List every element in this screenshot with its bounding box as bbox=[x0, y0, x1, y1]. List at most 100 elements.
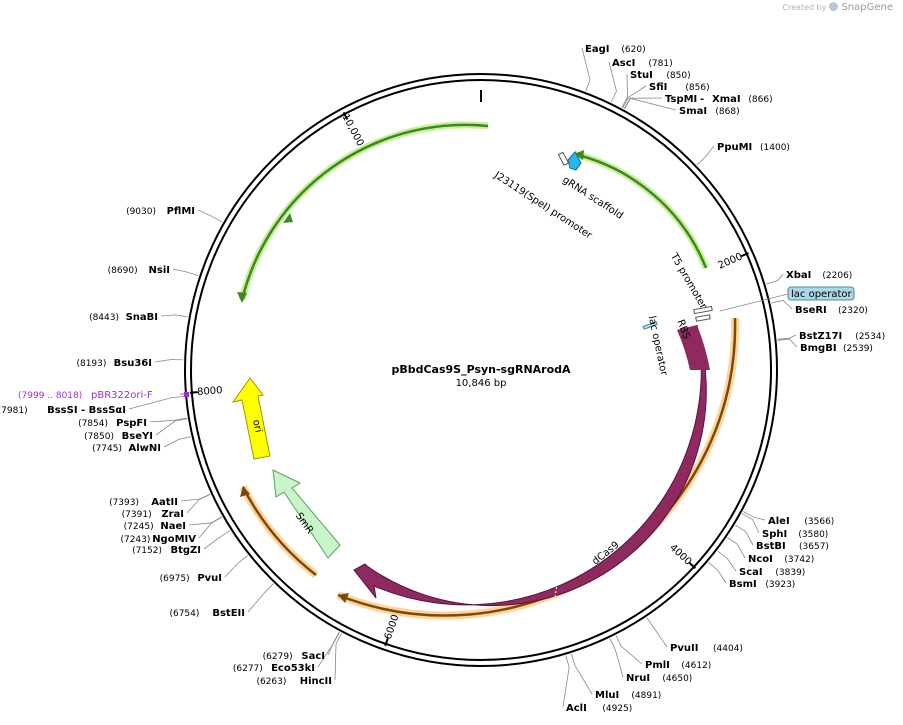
ori-feature bbox=[231, 377, 271, 460]
dcas9-feature bbox=[353, 324, 707, 607]
tick-label: 6000 bbox=[383, 613, 402, 641]
site-leader-line bbox=[581, 47, 591, 92]
restriction-site: BtgZI (7152) bbox=[132, 530, 231, 556]
site-position: (7850) bbox=[84, 432, 114, 442]
site-name: NgoMIV bbox=[152, 534, 196, 545]
rbs-feature bbox=[695, 314, 711, 322]
restriction-site: BssSI - BssSαI(7981) bbox=[0, 396, 185, 416]
site-position: (868) bbox=[715, 107, 739, 117]
site-leader-line bbox=[224, 555, 248, 578]
site-name: PspFI bbox=[116, 418, 147, 429]
restriction-site: BsmI (3923) bbox=[708, 562, 795, 590]
site-name: SphI bbox=[762, 529, 787, 540]
site-position: (3923) bbox=[765, 580, 795, 590]
site-name: BtgZI bbox=[170, 545, 201, 556]
primer-name: pBR322ori-F bbox=[91, 390, 153, 401]
restriction-site: SphI(3580) bbox=[741, 513, 828, 540]
green-arc-top-left bbox=[238, 121, 489, 301]
site-name: BsmI bbox=[729, 579, 757, 590]
site-position: (620) bbox=[621, 45, 645, 55]
site-leader-line bbox=[766, 273, 784, 285]
restriction-site: NruI(4650) bbox=[609, 638, 692, 684]
site-leader-line bbox=[327, 631, 340, 656]
site-position: (2539) bbox=[843, 344, 873, 354]
site-leader-line bbox=[708, 562, 727, 584]
restriction-site: NsiI(8690) bbox=[108, 265, 199, 277]
site-name: XbaI bbox=[786, 270, 811, 281]
t5-promoter-feature bbox=[693, 305, 713, 315]
site-position: (6263) bbox=[256, 677, 286, 687]
restriction-site: AatII(7393) bbox=[109, 493, 211, 508]
site-leader-line bbox=[160, 314, 188, 318]
restriction-site: BseRI(2320) bbox=[771, 299, 868, 316]
site-position: (7152) bbox=[132, 546, 162, 556]
tick-label: 2000 bbox=[717, 251, 745, 271]
restriction-site: AscI(781) bbox=[608, 58, 673, 103]
site-position: (6754) bbox=[169, 609, 199, 619]
tick-label: 8000 bbox=[197, 385, 223, 398]
site-position: (4925) bbox=[602, 704, 632, 714]
site-position: (8443) bbox=[89, 313, 119, 323]
site-leader-line bbox=[624, 97, 677, 111]
site-name: EagI bbox=[585, 44, 609, 55]
site-position: (3839) bbox=[775, 568, 805, 578]
site-leader-line bbox=[735, 524, 754, 546]
site-position: (4650) bbox=[662, 674, 692, 684]
site-position: (3657) bbox=[799, 542, 829, 552]
site-name: PflMI bbox=[167, 206, 195, 217]
site-position: (866) bbox=[748, 95, 772, 105]
site-position: (4612) bbox=[681, 661, 711, 671]
site-position: (7745) bbox=[92, 444, 122, 454]
site-leader-line bbox=[188, 516, 222, 526]
site-leader-line bbox=[608, 61, 617, 103]
site-name: BstBI bbox=[756, 541, 786, 552]
site-position: (850) bbox=[666, 71, 690, 81]
restriction-site: SacI(6279) bbox=[263, 631, 340, 662]
restriction-site: Bsu36I(8193) bbox=[76, 358, 184, 369]
site-leader-line bbox=[696, 145, 715, 166]
site-position: (7854) bbox=[78, 419, 108, 429]
restriction-site: SnaBI(8443) bbox=[89, 312, 188, 323]
j23119-promoter-label: J23119(SpeI) promoter bbox=[491, 169, 594, 241]
site-name-2: XmaI bbox=[712, 94, 741, 105]
site-leader-line bbox=[741, 513, 760, 534]
site-leader-line bbox=[128, 396, 185, 410]
plasmid-name: pBbdCas9S_Psyn-sgRNArodA bbox=[391, 363, 571, 376]
site-leader-line bbox=[172, 268, 199, 277]
tick-mark bbox=[740, 252, 749, 258]
site-name: BssSI - BssSαI bbox=[47, 405, 126, 416]
lac-operator-marker bbox=[642, 321, 658, 330]
tick-mark bbox=[342, 111, 349, 120]
restriction-site: AleI(3566) bbox=[743, 511, 834, 527]
site-leader-line bbox=[777, 334, 797, 340]
site-name: PvuI bbox=[197, 573, 222, 584]
smr-feature bbox=[272, 469, 341, 559]
site-name: BseYI bbox=[122, 431, 153, 442]
tick-label: 10,000 bbox=[339, 112, 365, 148]
site-leader-line bbox=[646, 617, 668, 648]
site-leader-line bbox=[203, 530, 231, 550]
rbs-label: RBS bbox=[675, 318, 692, 341]
site-name: StuI bbox=[630, 70, 653, 81]
site-name: ZraI bbox=[161, 509, 184, 520]
restriction-site: PvuII(4404) bbox=[646, 617, 743, 654]
j23119-promoter-feature bbox=[557, 151, 570, 166]
site-name: BstZ17I bbox=[799, 331, 842, 342]
restriction-site: PpuMI(1400) bbox=[696, 142, 790, 166]
site-leader-line bbox=[155, 418, 188, 436]
site-position: (2206) bbox=[822, 271, 852, 281]
site-position: (4891) bbox=[631, 691, 661, 701]
site-position: (7393) bbox=[109, 498, 139, 508]
restriction-site: SfiI(856) bbox=[622, 82, 710, 109]
site-position: (8690) bbox=[108, 266, 138, 276]
site-position: (7245) bbox=[124, 522, 154, 532]
site-name: SmaI bbox=[679, 106, 707, 117]
restriction-site: BstEII(6754) bbox=[169, 583, 274, 619]
site-position: (1400) bbox=[760, 143, 790, 153]
site-name: ScaI bbox=[739, 567, 763, 578]
backbone-outer bbox=[184, 73, 778, 667]
restriction-site: BstBI (3657) bbox=[735, 524, 829, 552]
site-leader-line bbox=[149, 417, 187, 423]
site-position: (6277) bbox=[233, 664, 263, 674]
